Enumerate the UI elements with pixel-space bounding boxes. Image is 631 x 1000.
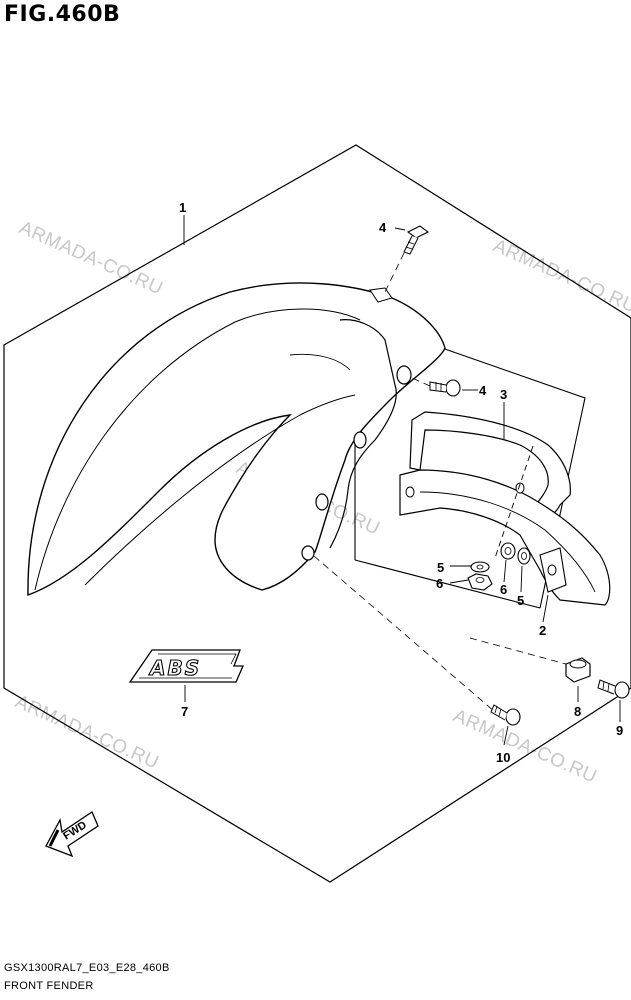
diagram-code: GSX1300RAL7_E03_E28_460B	[4, 962, 170, 974]
callout-1: 1	[179, 200, 186, 215]
inner-mudguard-inner	[419, 491, 596, 593]
bolt-9	[597, 679, 630, 699]
mudguard-hole-1	[405, 486, 415, 498]
callout-5-left: 5	[437, 560, 444, 575]
bolt-10	[490, 704, 521, 726]
fender-mount-hole-1	[396, 365, 412, 385]
fender-mount-hole-3	[315, 493, 329, 511]
callout-5-right: 5	[517, 593, 524, 608]
page-title: FIG.460B	[4, 2, 121, 27]
callout-4-top: 4	[379, 220, 387, 235]
front-fender	[27, 282, 446, 596]
callout-9: 9	[616, 723, 623, 738]
fender-mount-hole-4	[301, 545, 315, 561]
cushion-8	[565, 657, 591, 683]
callout-8: 8	[574, 704, 581, 719]
front-fender-top-tab	[369, 287, 393, 303]
assembly-hexagon-outline	[3, 144, 631, 883]
washer-5	[470, 561, 490, 573]
callout-6-left: 6	[436, 576, 443, 591]
callout-10: 10	[496, 750, 510, 765]
front-fender-inner-edge	[34, 308, 361, 591]
callout-7: 7	[181, 704, 188, 719]
callout-4-side: 4	[479, 383, 487, 398]
callout-6-right: 6	[500, 582, 507, 597]
watermark-4: ARMADA-CO.RU	[12, 691, 162, 773]
mudguard-hole-2	[515, 482, 525, 494]
nut-6	[467, 573, 493, 591]
fwd-arrow: FWD	[45, 811, 99, 858]
abs-emblem-plate	[128, 649, 244, 683]
abs-emblem-text: ABS	[148, 656, 201, 680]
screw-4-top	[403, 225, 430, 255]
diagram-name: FRONT FENDER	[4, 980, 94, 992]
abs-emblem: ABS	[128, 649, 244, 683]
leader-lines	[183, 215, 621, 746]
screw-4-side	[429, 379, 461, 397]
inner-mudguard	[399, 469, 611, 606]
front-fender-crease	[289, 353, 351, 371]
fender-mount-hole-2	[353, 431, 367, 449]
front-fender-inner-edge-2	[84, 394, 356, 586]
grommet-6	[500, 542, 516, 560]
callout-2: 2	[539, 623, 546, 638]
watermark-1: ARMADA-CO.RU	[16, 217, 166, 299]
washer-5-right	[517, 547, 531, 565]
mudguard-hole-3	[547, 564, 557, 576]
front-fender-mount-stay	[329, 319, 397, 549]
assembly-dashed-lines	[313, 252, 567, 713]
callouts: 1 4 4 3 5 6 6 5 2 7 8 9 10	[179, 200, 623, 765]
callout-3: 3	[500, 387, 507, 402]
front-fender-outer	[27, 282, 446, 596]
